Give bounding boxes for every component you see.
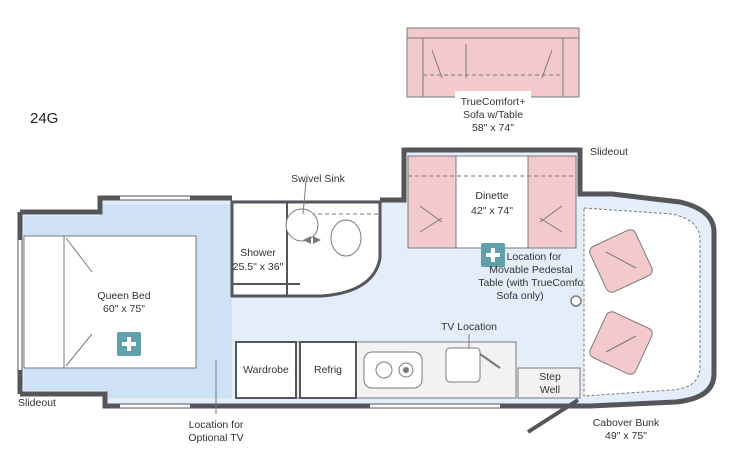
swivel-sink-basin: [285, 208, 319, 242]
cabover-bunk: [583, 207, 701, 397]
sofa-label-line3: 58" x 74": [472, 122, 514, 134]
model-label: 24G: [30, 110, 58, 127]
refrig-cabinet: [299, 341, 357, 399]
swivel-arrows-icon: [303, 236, 321, 244]
plus-badge-icon: [481, 243, 505, 267]
optional-tv-label-line1: Location for: [189, 419, 244, 431]
wardrobe-cabinet: [235, 341, 297, 399]
sink: [445, 347, 481, 383]
sofa-graphic: [406, 27, 580, 98]
step-well-label-line1: Step: [539, 371, 561, 383]
window-marks: [18, 196, 500, 408]
slideout-top-label: Slideout: [590, 146, 628, 158]
pedestal-label-line4: Sofa only): [496, 290, 543, 302]
entry-door: [526, 398, 580, 434]
tv-location-label: TV Location: [441, 321, 497, 333]
toilet: [330, 219, 362, 257]
pedestal-label-line3: Table (with TrueComfort+: [478, 277, 596, 289]
dinette-label-line2: 42" x 74": [471, 205, 513, 217]
sofa-label-bg: [455, 91, 531, 135]
cab-seat-upper: [589, 229, 653, 293]
step-well: [517, 367, 581, 399]
cabover-label-line2: 49" x 75": [605, 430, 647, 442]
shower-label-line1: Shower: [240, 247, 276, 259]
plus-badge-icon: [117, 332, 141, 356]
step-well-label-line2: Well: [540, 384, 560, 396]
sofa-label-line2: Sofa w/Table: [463, 109, 523, 121]
cab-seat-lower: [589, 311, 653, 375]
cabover-label-line1: Cabover Bunk: [593, 417, 660, 429]
queen-bed-label-line2: 60" x 75": [103, 303, 145, 315]
stove: [363, 351, 423, 389]
optional-tv-label-line2: Optional TV: [188, 432, 243, 444]
queen-bed-label-line1: Queen Bed: [97, 290, 150, 302]
slideout-bottom-label: Slideout: [18, 397, 56, 409]
wardrobe-label: Wardrobe: [243, 364, 289, 376]
swivel-sink-leader: [302, 180, 307, 215]
dinette-table: [455, 155, 529, 249]
pedestal-label-line2: Movable Pedestal: [489, 264, 572, 276]
swivel-sink-label: Swivel Sink: [291, 173, 345, 185]
pedestal-icon: [570, 295, 582, 307]
pedestal-label-line1: Location for: [507, 251, 562, 263]
refrig-label: Refrig: [314, 364, 342, 376]
sofa-label-line1: TrueComfort+: [461, 96, 526, 108]
queen-bed: [23, 235, 197, 369]
shower-label-line2: 25.5" x 36": [233, 261, 284, 273]
dinette-label-line1: Dinette: [475, 190, 508, 202]
